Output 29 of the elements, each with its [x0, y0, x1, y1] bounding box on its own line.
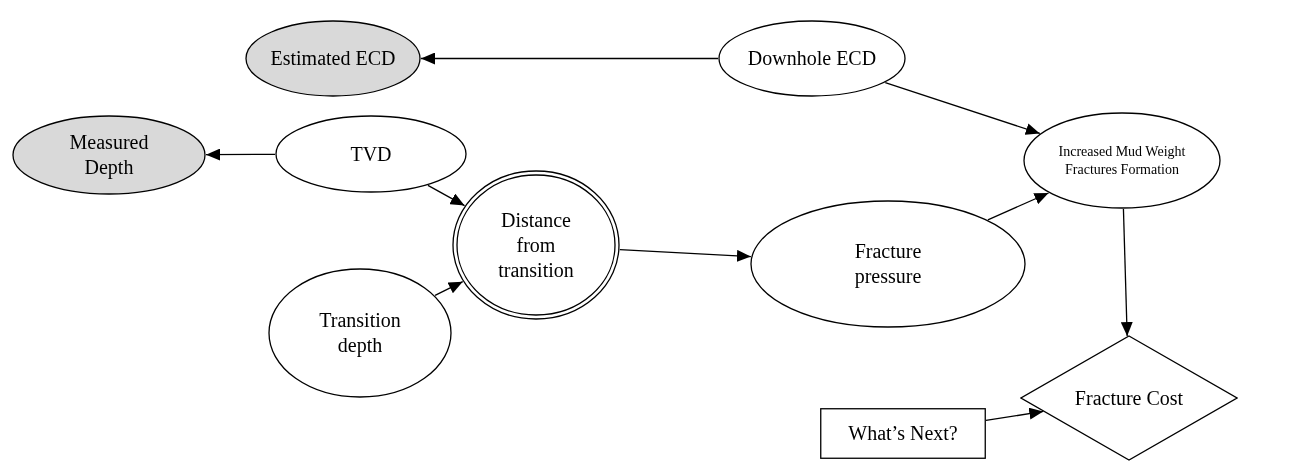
node-label: Increased Mud Weight Fractures Formation: [1057, 143, 1187, 178]
arrow: [427, 184, 466, 207]
node-label: Distance from transition: [497, 207, 575, 283]
ellipse-node: [245, 20, 421, 97]
arrow: [985, 407, 1044, 422]
arrow: [205, 148, 276, 161]
decision-diamond: [1020, 335, 1238, 461]
ellipse-node: [750, 200, 1026, 328]
arrow: [987, 192, 1050, 221]
arrow: [434, 281, 464, 297]
ellipse-node: [718, 20, 906, 97]
arrow: [884, 81, 1041, 135]
arrow: [619, 248, 752, 262]
node-label: Fracture Cost: [1074, 385, 1184, 411]
node-label: TVD: [350, 141, 392, 167]
node-label: Transition depth: [318, 308, 402, 358]
ellipse-node: [268, 268, 452, 398]
arrow: [1120, 208, 1133, 337]
node-label: Fracture pressure: [853, 239, 923, 289]
process-box: [820, 408, 986, 459]
arrow: [420, 52, 719, 65]
node-label: Downhole ECD: [747, 46, 877, 71]
node-label: What’s Next?: [848, 421, 958, 446]
node-label: Estimated ECD: [270, 46, 396, 71]
ellipse-node: [275, 115, 467, 193]
ellipse-node: [1023, 112, 1221, 209]
ellipse-node: [12, 115, 206, 195]
double-ellipse-node: [452, 170, 620, 320]
node-label: Measured Depth: [68, 130, 150, 180]
